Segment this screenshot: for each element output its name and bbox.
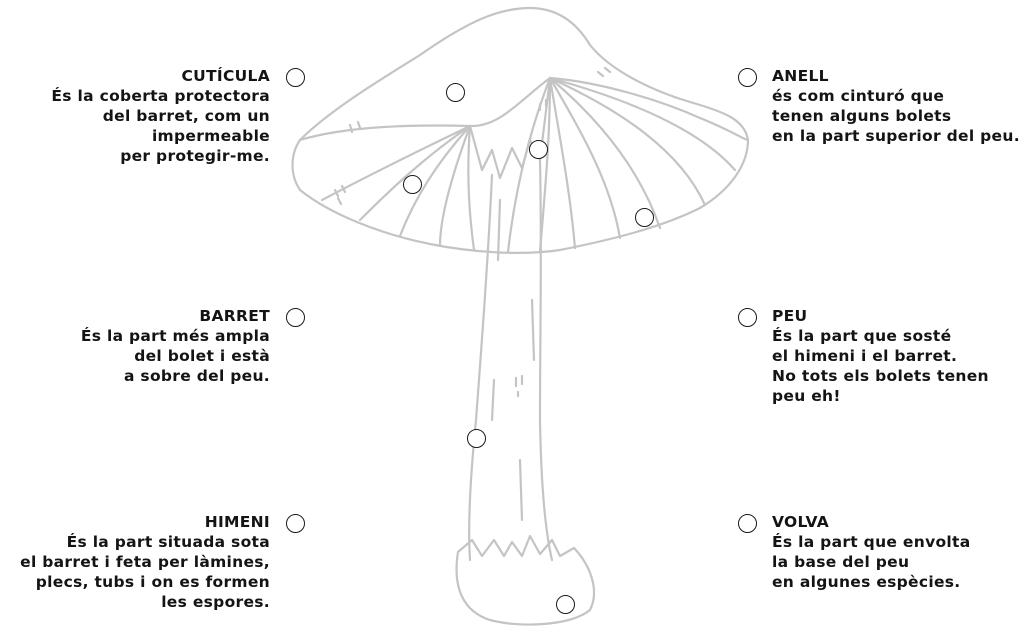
label-peu-title: PEU <box>772 306 989 326</box>
cap-marker-2[interactable] <box>529 140 548 159</box>
label-volva-line-2: la base del peu <box>772 552 971 572</box>
label-anell-line-2: tenen alguns bolets <box>772 106 1020 126</box>
marker-himeni[interactable] <box>286 514 305 533</box>
label-himeni-line-4: les espores. <box>20 592 270 612</box>
label-volva: VOLVA És la part que envolta la base del… <box>772 512 971 592</box>
cap-marker-3[interactable] <box>403 175 422 194</box>
label-volva-title: VOLVA <box>772 512 971 532</box>
mushroom-stem <box>469 160 552 560</box>
label-himeni-line-1: És la part situada sota <box>20 532 270 552</box>
label-cuticula-line-2: del barret, com un <box>51 106 270 126</box>
cap-marker-1[interactable] <box>446 83 465 102</box>
label-barret-line-2: del bolet i està <box>81 346 270 366</box>
label-cuticula-line-4: per protegir-me. <box>51 146 270 166</box>
marker-anell[interactable] <box>738 68 757 87</box>
cap-marker-4[interactable] <box>635 208 654 227</box>
marker-barret[interactable] <box>286 308 305 327</box>
label-cuticula-line-3: impermeable <box>51 126 270 146</box>
stem-marker[interactable] <box>467 429 486 448</box>
label-anell-line-3: en la part superior del peu. <box>772 126 1020 146</box>
label-barret-line-3: a sobre del peu. <box>81 366 270 386</box>
mushroom-volva <box>457 536 594 625</box>
marker-peu[interactable] <box>738 308 757 327</box>
label-peu-line-1: És la part que sosté <box>772 326 989 346</box>
marker-volva[interactable] <box>738 514 757 533</box>
label-himeni-title: HIMENI <box>20 512 270 532</box>
label-himeni-line-2: el barret i feta per làmines, <box>20 552 270 572</box>
label-barret-title: BARRET <box>81 306 270 326</box>
label-cuticula-line-1: És la coberta protectora <box>51 86 270 106</box>
label-peu-line-2: el himeni i el barret. <box>772 346 989 366</box>
label-cuticula: CUTÍCULA És la coberta protectora del ba… <box>51 66 270 166</box>
label-anell: ANELL és com cinturó que tenen alguns bo… <box>772 66 1020 146</box>
label-barret: BARRET És la part més ampla del bolet i … <box>81 306 270 386</box>
mushroom-cap-outline <box>293 8 749 253</box>
label-anell-line-1: és com cinturó que <box>772 86 1020 106</box>
volva-marker[interactable] <box>556 595 575 614</box>
label-himeni-line-3: plecs, tubs i on es formen <box>20 572 270 592</box>
marker-cuticula[interactable] <box>286 68 305 87</box>
label-peu-line-3: No tots els bolets tenen <box>772 366 989 386</box>
label-anell-title: ANELL <box>772 66 1020 86</box>
label-peu-line-4: peu eh! <box>772 386 989 406</box>
label-barret-line-1: És la part més ampla <box>81 326 270 346</box>
label-himeni: HIMENI És la part situada sota el barret… <box>20 512 270 612</box>
label-volva-line-3: en algunes espècies. <box>772 572 971 592</box>
label-peu: PEU És la part que sosté el himeni i el … <box>772 306 989 406</box>
mushroom-ring <box>470 78 550 178</box>
label-cuticula-title: CUTÍCULA <box>51 66 270 86</box>
mushroom-gills <box>322 78 735 252</box>
label-volva-line-1: És la part que envolta <box>772 532 971 552</box>
